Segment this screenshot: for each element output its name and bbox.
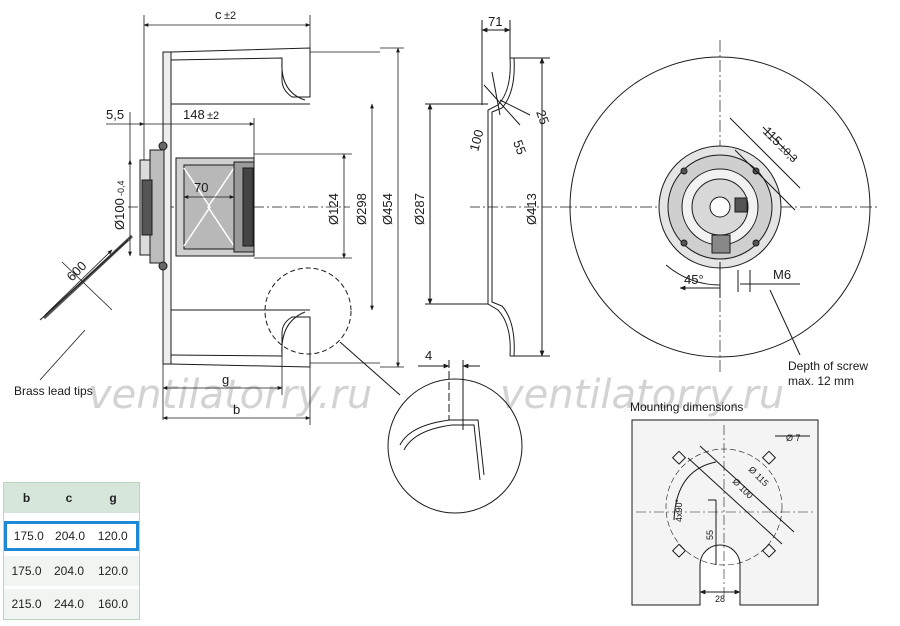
brass-lead-tips-label: Brass lead tips (14, 384, 93, 398)
dim-71: 71 (488, 14, 502, 29)
cell-g: 160.0 (97, 597, 129, 611)
watermark-right: ventilatorry.ru (500, 372, 784, 418)
dimension-table: b c g 175.0 204.0 120.0 175.0 204.0 120.… (3, 482, 140, 620)
dim-298: Ø298 (354, 193, 369, 225)
dim-c-tol: ±2 (224, 10, 236, 22)
header-b: b (22, 491, 31, 505)
table-header: b c g (4, 483, 139, 513)
mount-angle: 4x90° (674, 498, 684, 522)
watermark-left: ventilatorry.ru (88, 372, 372, 418)
header-c: c (65, 491, 73, 505)
dim-25: 25 (533, 108, 552, 127)
cell-c: 244.0 (53, 597, 85, 611)
mount-d7: Ø 7 (786, 433, 801, 443)
dim-55-section: 55 (510, 138, 529, 157)
dim-413: Ø413 (524, 193, 539, 225)
mounting-plate (631, 419, 819, 606)
depth-of-screw-value: max. 12 mm (788, 374, 854, 388)
dim-100-section: 100 (466, 128, 486, 153)
dim-287: Ø287 (412, 193, 427, 225)
table-row[interactable]: 175.0 204.0 120.0 (4, 556, 139, 586)
dim-115-tol: ±0,3 (776, 142, 800, 166)
dim-100-tol: -0,4 (116, 180, 126, 196)
section-view (387, 20, 560, 514)
dim-b: b (233, 402, 240, 417)
mounting-dimensions-title: Mounting dimensions (630, 400, 743, 414)
dim-148: 148 (183, 107, 205, 122)
side-view (39, 47, 401, 396)
cell-b: 175.0 (11, 564, 42, 578)
dim-c: c (215, 7, 222, 22)
mount-d55: 55 (705, 530, 715, 540)
cell-c: 204.0 (55, 529, 86, 543)
dim-148-tol: ±2 (207, 110, 219, 122)
mount-d28: 28 (715, 594, 725, 604)
dim-4: 4 (425, 348, 432, 363)
cell-g: 120.0 (97, 564, 129, 578)
cell-b: 175.0 (13, 529, 44, 543)
dim-g: g (222, 372, 229, 387)
cell-b: 215.0 (11, 597, 42, 611)
dim-454: Ø454 (380, 193, 395, 225)
dim-45: 45° (684, 272, 704, 287)
table-row-selected[interactable]: 175.0 204.0 120.0 (4, 521, 139, 551)
depth-of-screw-label: Depth of screw (788, 359, 868, 373)
table-row[interactable]: 215.0 244.0 160.0 (4, 589, 139, 619)
dim-100: Ø100 (112, 198, 127, 230)
cell-c: 204.0 (53, 564, 85, 578)
dim-70: 70 (194, 180, 208, 195)
dim-124: Ø124 (326, 193, 341, 225)
side-view-dimensions (39, 15, 404, 425)
front-view (560, 40, 880, 375)
dim-m6: M6 (773, 267, 791, 282)
cell-g: 120.0 (97, 529, 128, 543)
header-g: g (109, 491, 117, 505)
dim-5-5: 5,5 (106, 107, 124, 122)
